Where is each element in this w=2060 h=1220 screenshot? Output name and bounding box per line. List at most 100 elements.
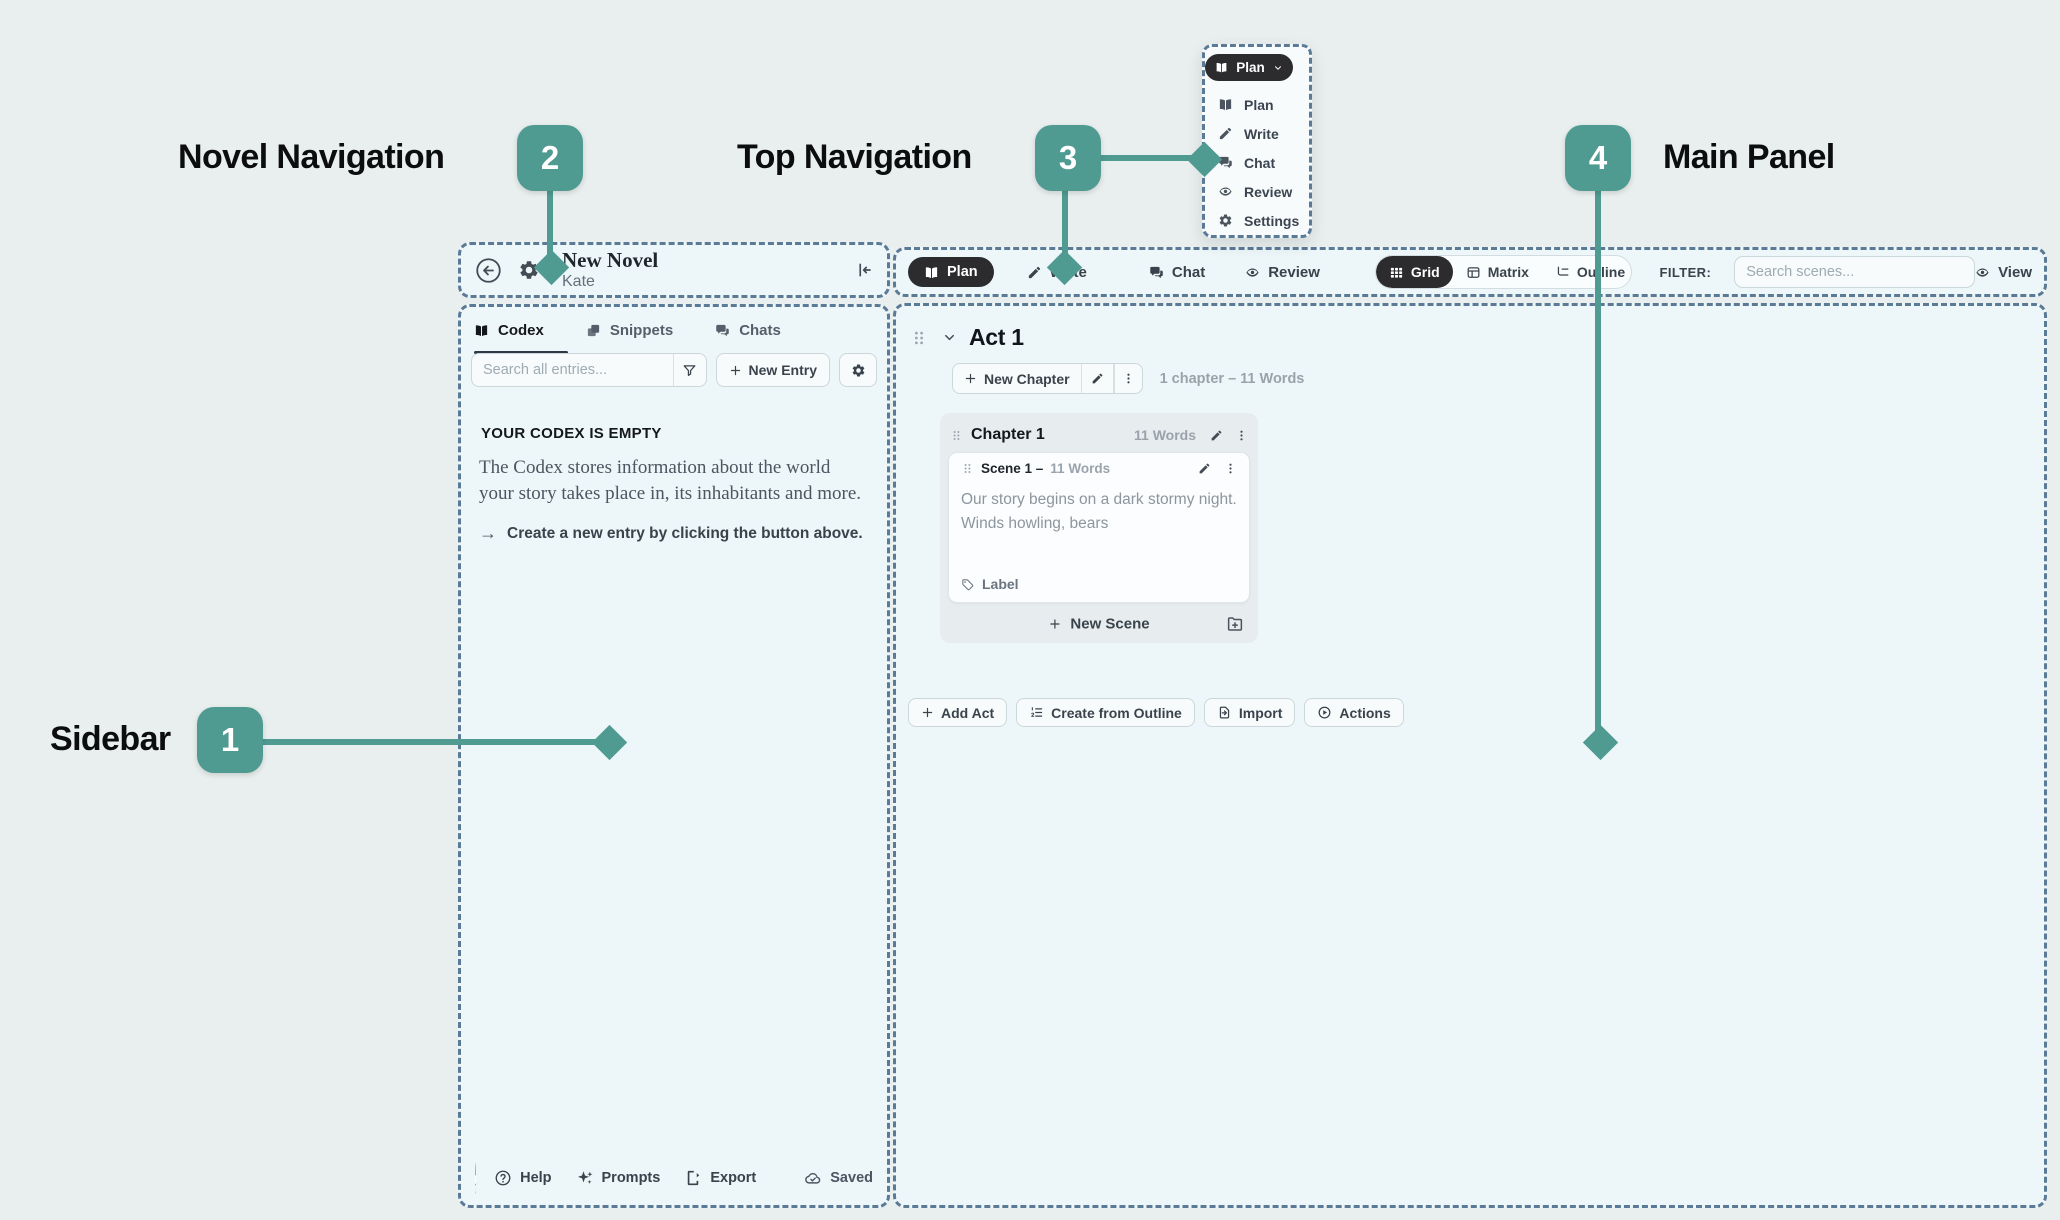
annotation-line-3-vertical	[1062, 188, 1068, 268]
import-icon	[1217, 705, 1232, 720]
codex-search-input[interactable]	[472, 362, 674, 378]
kebab-menu-icon[interactable]	[1235, 429, 1248, 442]
export-button[interactable]: Export	[684, 1169, 756, 1187]
plus-icon	[1048, 618, 1061, 631]
kebab-menu-icon	[1122, 372, 1135, 385]
back-button[interactable]	[475, 257, 502, 284]
scene-search-group	[1734, 256, 1976, 288]
tag-icon	[961, 578, 974, 591]
annotation-badge-3: 3	[1035, 125, 1101, 191]
pencil-icon	[1091, 372, 1104, 385]
actions-button[interactable]: Actions	[1304, 698, 1404, 727]
menu-item-settings-label: Settings	[1244, 212, 1300, 229]
outline-icon	[1555, 265, 1570, 280]
question-circle-icon	[494, 1169, 512, 1187]
scene-label-button[interactable]: Label	[961, 576, 1019, 592]
kebab-menu-icon[interactable]	[1224, 462, 1237, 475]
saved-label: Saved	[830, 1170, 873, 1186]
act-menu-button[interactable]	[1115, 364, 1142, 393]
menu-item-plan[interactable]: Plan	[1205, 90, 1309, 119]
mode-dropdown-menu: Plan Plan Write Chat Review Settings	[1202, 44, 1312, 238]
codex-empty-cta-label: Create a new entry by clicking the butto…	[507, 524, 863, 542]
edit-act-button[interactable]	[1082, 364, 1113, 393]
chat-bubbles-icon	[715, 323, 730, 338]
import-button[interactable]: Import	[1203, 698, 1296, 727]
export-icon	[684, 1169, 702, 1187]
avatar[interactable]	[475, 1162, 477, 1194]
play-circle-icon	[1317, 705, 1332, 720]
mode-chat-button[interactable]: Chat	[1149, 264, 1205, 281]
view-matrix-button[interactable]: Matrix	[1453, 256, 1542, 288]
chapter-card: Chapter 1 11 Words Scene 1 – 11 Words Ou…	[940, 413, 1258, 643]
annotation-label-novel-navigation: Novel Navigation	[178, 138, 445, 176]
view-options-label: View	[1998, 263, 2032, 281]
mode-review-button[interactable]: Review	[1245, 264, 1320, 281]
menu-item-review[interactable]: Review	[1205, 177, 1309, 206]
codex-settings-button[interactable]	[839, 353, 877, 387]
pencil-icon	[1027, 265, 1042, 280]
scene-summary-line2: Winds howling, bears	[961, 515, 1109, 532]
menu-item-review-label: Review	[1244, 183, 1293, 200]
new-scene-label: New Scene	[1070, 615, 1150, 633]
annotation-line-1	[262, 739, 610, 745]
help-button[interactable]: Help	[494, 1169, 552, 1187]
plus-icon	[729, 364, 742, 377]
gear-icon	[1218, 213, 1233, 228]
new-entry-button[interactable]: New Entry	[715, 353, 830, 387]
view-grid-button[interactable]: Grid	[1375, 256, 1453, 288]
novel-navigation-panel: New Novel Kate	[458, 242, 890, 298]
export-label: Export	[710, 1170, 757, 1186]
annotation-line-4	[1595, 188, 1601, 741]
new-scene-button[interactable]: New Scene	[1048, 615, 1150, 633]
mode-plan-button[interactable]: Plan	[908, 257, 994, 287]
plus-icon	[921, 706, 934, 719]
scene-word-count: 11 Words	[1050, 461, 1111, 476]
drag-handle-icon[interactable]	[961, 462, 974, 475]
tab-chats-label: Chats	[739, 321, 781, 339]
new-chapter-button[interactable]: New Chapter	[953, 364, 1081, 393]
pencil-icon[interactable]	[1198, 462, 1211, 475]
drag-handle-icon[interactable]	[950, 429, 963, 442]
collapse-sidebar-button[interactable]	[855, 261, 873, 279]
add-scene-folder-button[interactable]	[1226, 615, 1244, 633]
scene-search-input[interactable]	[1735, 264, 1975, 280]
menu-item-plan-label: Plan	[1244, 96, 1274, 113]
eye-icon	[1975, 265, 1990, 280]
menu-item-chat-label: Chat	[1244, 154, 1276, 171]
annotation-badge-2: 2	[517, 125, 583, 191]
tab-snippets[interactable]: Snippets	[586, 322, 673, 339]
mode-chat-label: Chat	[1171, 263, 1206, 281]
chevron-down-icon[interactable]	[942, 330, 957, 345]
menu-item-write[interactable]: Write	[1205, 119, 1309, 148]
codex-filter-button[interactable]	[673, 354, 705, 386]
chapter-header: Chapter 1 11 Words	[948, 421, 1250, 449]
view-outline-button[interactable]: Outline	[1542, 256, 1631, 288]
create-from-outline-button[interactable]: Create from Outline	[1016, 698, 1195, 727]
codex-search-group	[471, 353, 707, 387]
prompts-button[interactable]: Prompts	[576, 1169, 660, 1187]
tab-snippets-label: Snippets	[609, 321, 674, 339]
scene-card[interactable]: Scene 1 – 11 Words Our story begins on a…	[948, 452, 1250, 603]
arrow-left-circle-icon	[476, 257, 501, 283]
tab-codex[interactable]: Codex	[474, 322, 544, 339]
help-label: Help	[520, 1170, 552, 1186]
novel-title: New Novel	[562, 247, 659, 272]
scene-label-text: Label	[982, 576, 1019, 592]
view-matrix-label: Matrix	[1487, 264, 1529, 280]
drag-handle-icon[interactable]	[910, 329, 928, 347]
menu-item-chat[interactable]: Chat	[1205, 148, 1309, 177]
folder-plus-icon	[1226, 615, 1244, 633]
grid-icon	[1389, 265, 1404, 280]
top-navigation-panel: Plan Write Chat Review Grid Matrix	[893, 247, 2047, 297]
add-act-button[interactable]: Add Act	[908, 698, 1008, 727]
annotation-label-main-panel: Main Panel	[1663, 138, 1835, 176]
eye-icon	[1218, 184, 1233, 199]
view-options-button[interactable]: View	[1975, 264, 2032, 281]
tab-chats[interactable]: Chats	[715, 322, 781, 339]
matrix-icon	[1466, 265, 1481, 280]
act-meta: 1 chapter – 11 Words	[1159, 370, 1305, 387]
chevron-down-icon	[1273, 63, 1283, 73]
mode-dropdown-button[interactable]: Plan	[1205, 54, 1293, 81]
pencil-icon[interactable]	[1210, 429, 1223, 442]
menu-item-settings[interactable]: Settings	[1205, 206, 1309, 235]
